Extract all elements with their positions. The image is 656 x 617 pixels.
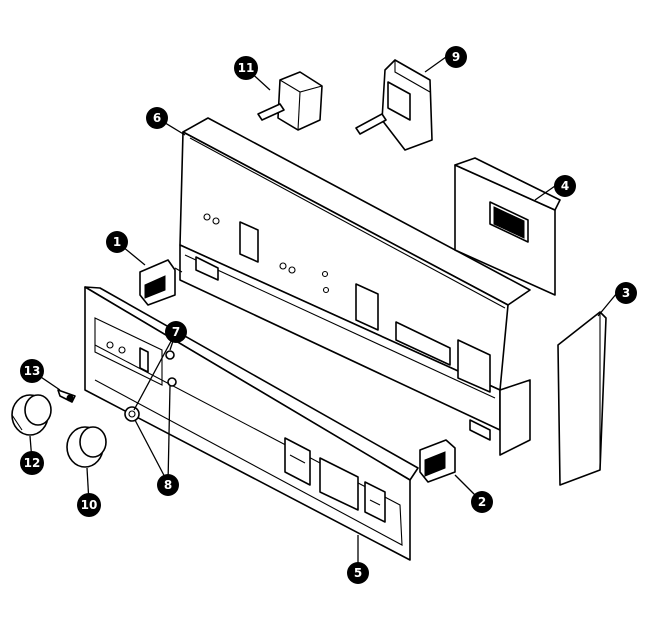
callout-badge-2: 2 <box>471 491 493 513</box>
callout-badge-7: 7 <box>165 321 187 343</box>
callout-badge-10: 10 <box>77 493 101 517</box>
callout-badge-1: 1 <box>106 231 128 253</box>
callout-label-1: 1 <box>113 235 121 249</box>
callout-label-3: 3 <box>622 286 630 300</box>
rocker-switch-upper <box>139 259 183 306</box>
callout-badge-8: 8 <box>157 474 179 496</box>
callout-badge-13: 13 <box>20 359 44 383</box>
callout-label-7: 7 <box>172 325 180 339</box>
callout-label-12: 12 <box>24 456 41 470</box>
callout-badge-12: 12 <box>20 451 44 475</box>
clock-display-module <box>454 157 561 296</box>
callout-badge-9: 9 <box>445 46 467 68</box>
infinite-switch <box>355 59 433 151</box>
nut <box>124 406 140 422</box>
callout-label-6: 6 <box>153 111 161 125</box>
rocker-switch-lower <box>419 439 456 483</box>
knob-screw <box>57 389 76 403</box>
callout-badge-4: 4 <box>554 175 576 197</box>
control-panel-backguard <box>179 117 531 456</box>
rotary-switch <box>257 71 323 131</box>
callout-label-13: 13 <box>24 364 41 378</box>
callout-label-9: 9 <box>452 50 460 64</box>
callout-label-2: 2 <box>478 495 486 509</box>
knob-upper <box>11 394 52 436</box>
callout-badge-5: 5 <box>347 562 369 584</box>
knob-lower <box>66 426 107 468</box>
callout-badge-3: 3 <box>615 282 637 304</box>
callout-label-4: 4 <box>561 179 569 193</box>
callout-badge-11: 11 <box>234 56 258 80</box>
callout-label-11: 11 <box>238 61 255 75</box>
indicator-light <box>165 350 177 387</box>
callout-badge-6: 6 <box>146 107 168 129</box>
end-cap <box>557 311 607 486</box>
callout-label-8: 8 <box>164 478 172 492</box>
callout-label-10: 10 <box>81 498 98 512</box>
callout-label-5: 5 <box>354 566 362 580</box>
